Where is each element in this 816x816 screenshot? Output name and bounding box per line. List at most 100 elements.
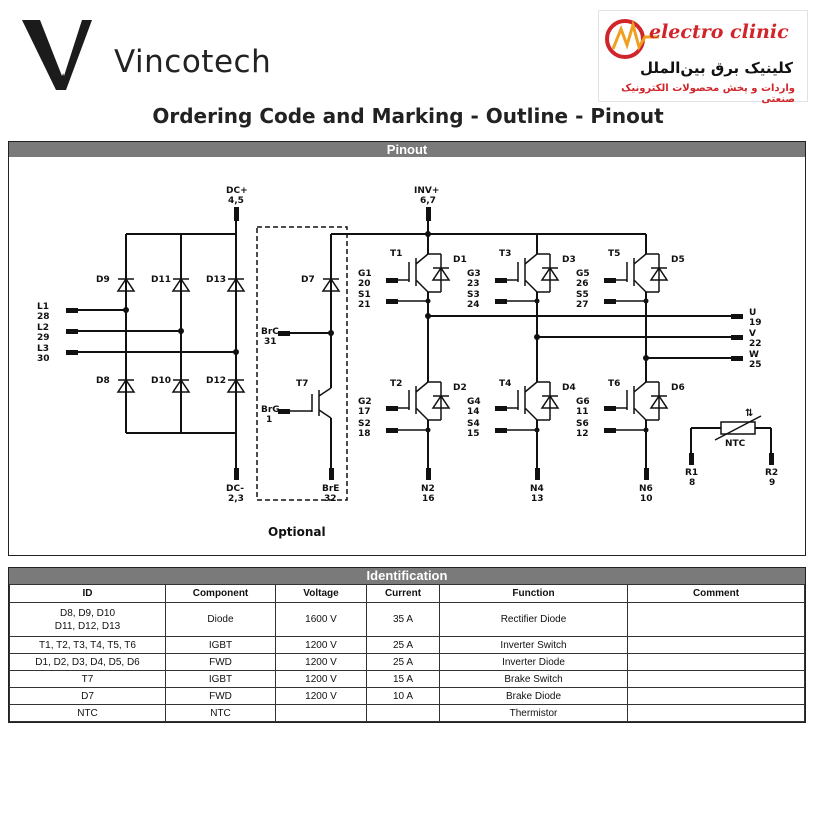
- brake-chopper: D7 BrC 31 T7 BrG 1 BrE 32 Optional: [256, 226, 348, 539]
- cell-function: Inverter Switch: [439, 636, 628, 654]
- table-row: D7 FWD 1200 V 10 A Brake Diode: [9, 687, 805, 705]
- gate-g3-label: G3: [467, 269, 481, 279]
- gate-g4-pin: 14: [467, 407, 480, 417]
- sense-s4-label: S4: [467, 419, 480, 429]
- emitter-n6-label: N6: [639, 484, 653, 494]
- rectifier-bridge: DC+ 4,5 DC- 2,3 D9 D11 D13: [37, 186, 248, 504]
- sense-s6-label: S6: [576, 419, 589, 429]
- output-u-label: U: [749, 308, 756, 318]
- igbt-t2-label: T2: [390, 379, 402, 389]
- igbt-t4-label: T4: [499, 379, 511, 389]
- diode-d2-label: D2: [453, 383, 467, 393]
- cell-voltage: 1200 V: [275, 636, 367, 654]
- page-title: Ordering Code and Marking - Outline - Pi…: [152, 104, 664, 128]
- diode-d7-label: D7: [301, 275, 315, 285]
- partner-tagline-fa: واردات و پخش محصولات الکترونیک صنعتی: [621, 83, 795, 105]
- inv-plus-label: INV+: [414, 186, 439, 196]
- cell-id: T7: [9, 670, 166, 688]
- phase-leg-3: T5 D5 G5 26 S5 27: [576, 234, 685, 504]
- diode-d11-label: D11: [151, 275, 171, 285]
- diode-d9-label: D9: [96, 275, 110, 285]
- cell-current: 35 A: [366, 602, 440, 637]
- diode-d4-label: D4: [562, 383, 576, 393]
- col-header-voltage: Voltage: [275, 584, 367, 603]
- sense-s2-pin: 18: [358, 429, 371, 439]
- gate-g6-label: G6: [576, 397, 590, 407]
- cell-comment: [627, 670, 805, 688]
- identification-section-title: Identification: [9, 568, 805, 584]
- diode-d6-label: D6: [671, 383, 685, 393]
- cell-function: Brake Switch: [439, 670, 628, 688]
- gate-g6-pin: 11: [576, 407, 589, 417]
- ntc-r2-label: R2: [765, 468, 778, 478]
- optional-label: Optional: [268, 525, 326, 539]
- identification-table: ID Component Voltage Current Function Co…: [9, 584, 805, 722]
- diode-d5-label: D5: [671, 255, 685, 265]
- ntc-thermistor: ⇅ NTC R1 8 R2 9: [685, 408, 778, 488]
- sense-s2-label: S2: [358, 419, 371, 429]
- sense-s3-pin: 24: [467, 300, 480, 310]
- brg-label: BrG: [261, 405, 280, 415]
- diode-d3-label: D3: [562, 255, 576, 265]
- sense-s5-label: S5: [576, 290, 589, 300]
- cell-id: D1, D2, D3, D4, D5, D6: [9, 653, 166, 671]
- inv-plus-pins: 6,7: [420, 196, 436, 206]
- output-w-label: W: [749, 350, 759, 360]
- igbt-t1-label: T1: [390, 249, 402, 259]
- cell-component: FWD: [165, 687, 276, 705]
- cell-comment: [627, 636, 805, 654]
- gate-g2-pin: 17: [358, 407, 371, 417]
- cell-comment: [627, 602, 805, 637]
- cell-component: IGBT: [165, 670, 276, 688]
- gate-g5-pin: 26: [576, 279, 589, 289]
- identification-section: Identification ID Component Voltage Curr…: [8, 567, 806, 723]
- table-header-row: ID Component Voltage Current Function Co…: [9, 584, 805, 603]
- cell-id: T1, T2, T3, T4, T5, T6: [9, 636, 166, 654]
- sense-s6-pin: 12: [576, 429, 589, 439]
- diode-d10-label: D10: [151, 376, 171, 386]
- cell-id: NTC: [9, 704, 166, 722]
- inverter-bridge: INV+ 6,7 U 19 V 22 W 25: [331, 186, 762, 504]
- emitter-n4-pin: 13: [531, 494, 544, 504]
- diode-d13-label: D13: [206, 275, 226, 285]
- input-l1-pin: 28: [37, 312, 50, 322]
- emitter-n2-label: N2: [421, 484, 435, 494]
- sense-s1-pin: 21: [358, 300, 371, 310]
- cell-component: Diode: [165, 602, 276, 637]
- dc-plus-label: DC+: [226, 186, 248, 196]
- cell-id-line: D11, D12, D13: [54, 620, 121, 632]
- gate-g1-label: G1: [358, 269, 372, 279]
- cell-current: 15 A: [366, 670, 440, 688]
- dc-minus-pins: 2,3: [228, 494, 244, 504]
- cell-voltage: [275, 704, 367, 722]
- ntc-label: NTC: [725, 439, 746, 449]
- gate-g5-label: G5: [576, 269, 590, 279]
- pinout-section-title: Pinout: [9, 142, 805, 157]
- emitter-n6-pin: 10: [640, 494, 653, 504]
- output-u-pin: 19: [749, 318, 762, 328]
- input-l1-label: L1: [37, 302, 49, 312]
- gate-g3-pin: 23: [467, 279, 480, 289]
- brand-name: Vincotech: [114, 44, 272, 80]
- col-header-id: ID: [9, 584, 166, 603]
- cell-function: Rectifier Diode: [439, 602, 628, 637]
- cell-current: 25 A: [366, 653, 440, 671]
- diode-d12-label: D12: [206, 376, 226, 386]
- emitter-n4-label: N4: [530, 484, 544, 494]
- diode-d1-label: D1: [453, 255, 467, 265]
- input-l3-pin: 30: [37, 354, 50, 364]
- cell-current: 25 A: [366, 636, 440, 654]
- cell-component: IGBT: [165, 636, 276, 654]
- col-header-comment: Comment: [627, 584, 805, 603]
- ntc-r1-label: R1: [685, 468, 698, 478]
- gate-g4-label: G4: [467, 397, 481, 407]
- emitter-n2-pin: 16: [422, 494, 435, 504]
- sense-s5-pin: 27: [576, 300, 589, 310]
- partner-logo-text: electro clinic: [649, 21, 789, 43]
- cell-function: Thermistor: [439, 704, 628, 722]
- cell-voltage: 1200 V: [275, 687, 367, 705]
- cell-current: 10 A: [366, 687, 440, 705]
- phase-leg-2: T3 D3 G3 23 S3 24: [467, 234, 576, 504]
- sense-s3-label: S3: [467, 290, 480, 300]
